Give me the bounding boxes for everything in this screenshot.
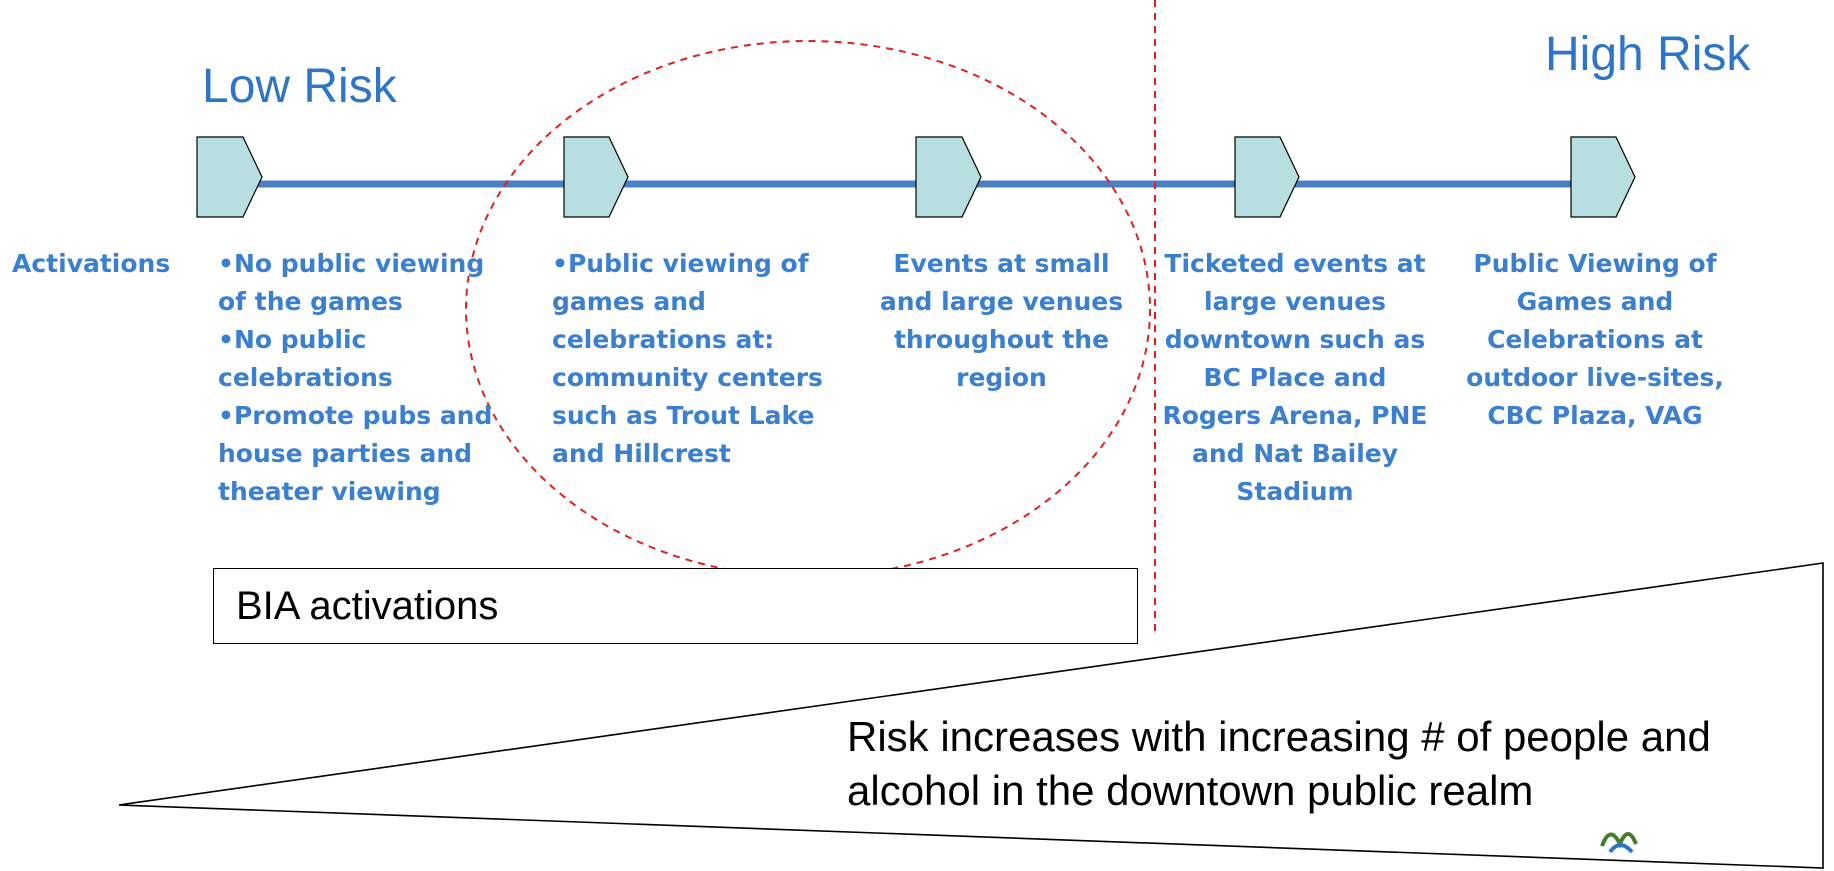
activation-column-5: Public Viewing of Games and Celebrations… [1455, 245, 1735, 435]
high-risk-label: High Risk [1545, 28, 1751, 81]
timeline-marker-5 [1570, 136, 1636, 218]
timeline-marker-4 [1234, 136, 1300, 218]
activation-column-3: Events at small and large venues through… [869, 245, 1134, 397]
risk-increase-note: Risk increases with increasing # of peop… [847, 713, 1711, 814]
activation-column-2: •Public viewing of games and celebration… [552, 245, 842, 473]
activation-bullet: •Promote pubs and house parties and thea… [218, 401, 493, 506]
timeline-marker-3 [915, 136, 982, 218]
timeline-marker-1 [196, 136, 263, 218]
timeline-marker-2 [563, 136, 629, 218]
activation-text: Events at small and large venues through… [879, 249, 1124, 392]
activations-row-label: Activations [12, 249, 171, 278]
low-risk-label: Low Risk [202, 60, 397, 113]
risk-wedge [118, 562, 1824, 869]
activation-text: Ticketed events at large venues downtown… [1162, 249, 1428, 506]
activation-text: Public Viewing of Games and Celebrations… [1466, 249, 1724, 430]
activation-bullet: •No public celebrations [218, 325, 393, 392]
bia-highlight-ellipse [465, 40, 1151, 578]
bia-activations-box: BIA activations [213, 568, 1138, 644]
activation-column-4: Ticketed events at large venues downtown… [1160, 245, 1430, 511]
activation-column-1: •No public viewing of the games •No publ… [218, 245, 518, 511]
activation-bullet: •Public viewing of games and celebration… [552, 249, 823, 468]
activation-bullet: •No public viewing of the games [218, 249, 485, 316]
logo-mark-icon [1600, 832, 1638, 854]
